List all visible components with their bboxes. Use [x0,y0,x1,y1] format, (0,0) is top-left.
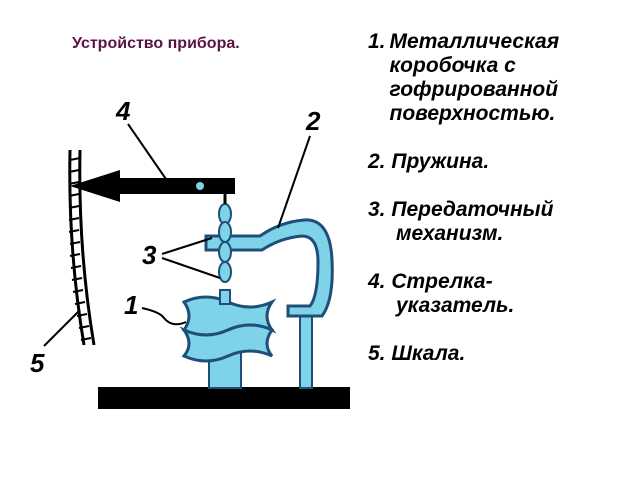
legend-gap [368,246,636,270]
scale-arc-inner [78,149,96,346]
legend-item-1-number: 1. [368,30,386,53]
callout-4: 4 [115,96,131,126]
box-stem [219,289,231,305]
scale-arc-outer [68,149,86,346]
transfer-mechanism [218,194,232,283]
legend-item-3: 3. Передаточный [368,198,554,221]
legend-item-2: 2. Пружина. [368,150,490,173]
leader-1 [141,307,187,326]
spring [204,218,334,389]
legend-item-3-continued: механизм. [396,222,504,245]
callout-1: 1 [124,290,138,320]
legend-item-1-line: поверхностью. [389,102,556,125]
legend-item-4-continued: указатель. [396,294,515,317]
callout-5: 5 [30,348,45,378]
legend-gap [368,174,636,198]
callout-3: 3 [142,240,157,270]
legend-item-1-line: Металлическая [389,30,560,53]
leader-3a [161,237,213,255]
leader-5 [43,309,81,347]
scale [68,149,96,346]
callout-leaders [43,123,311,347]
legend-item-5: 5. Шкала. [368,342,466,365]
leader-2 [277,135,311,229]
scale-ticks [68,157,92,341]
corrugated-box-lower [179,323,275,363]
legend-item-1: 1. Металлическая коробочка с гофрированн… [368,30,636,126]
legend-item-1-text: Металлическая коробочка с гофрированной … [390,30,636,126]
parts-legend: 1. Металлическая коробочка с гофрированн… [368,30,636,366]
aneroid-barometer-diagram: 4 2 3 1 5 [30,96,350,409]
pointer-pivot [194,180,206,192]
slide-title: Устройство прибора. [72,35,240,52]
legend-item-1-line: гофрированной [389,78,559,101]
leader-3b [161,257,221,279]
legend-gap [368,126,636,150]
legend-gap [368,318,636,342]
pointer-arrow [70,170,235,202]
leader-4 [127,123,169,183]
base-plate [98,387,350,409]
legend-item-1-line: коробочка с [389,54,516,77]
legend-item-4: 4. Стрелка- [368,270,493,293]
callout-2: 2 [305,106,321,136]
